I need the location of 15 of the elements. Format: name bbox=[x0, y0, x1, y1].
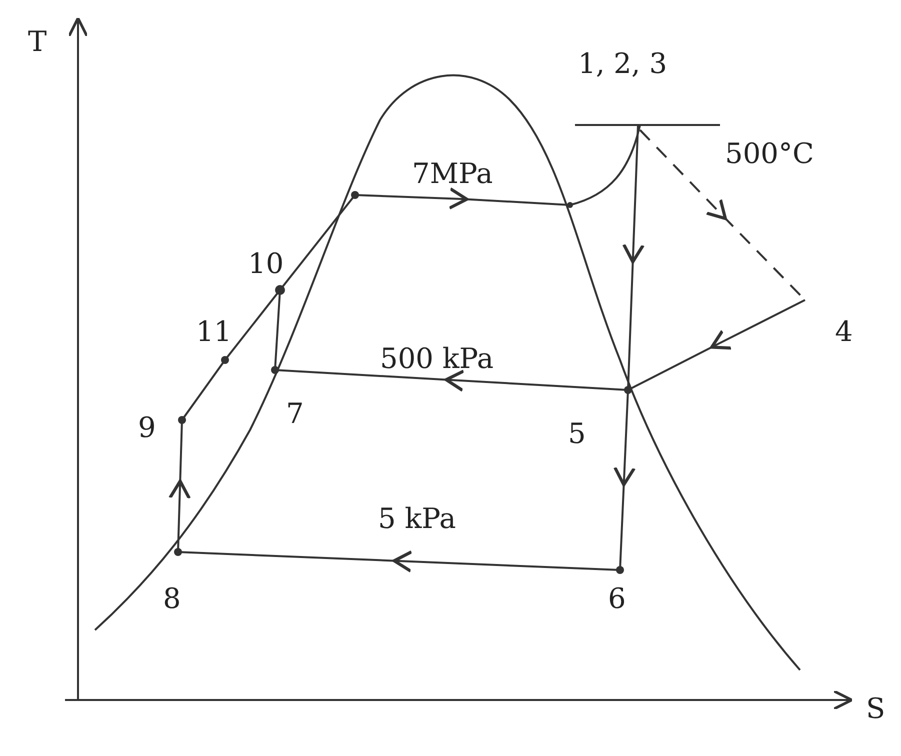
pressure-label: 500 kPa bbox=[380, 345, 494, 373]
state-point-label: 4 bbox=[835, 318, 853, 346]
pressure-label: 5 kPa bbox=[378, 505, 456, 533]
state-point-label: 5 bbox=[568, 420, 586, 448]
state-point-label: 10 bbox=[248, 250, 284, 278]
state-point-label: 11 bbox=[196, 318, 232, 346]
state-point-label: 7 bbox=[286, 400, 304, 428]
state-point-label: 6 bbox=[608, 585, 626, 613]
state-point-label: 1, 2, 3 bbox=[578, 50, 668, 78]
temperature-label: 500°C bbox=[725, 140, 814, 168]
pressure-label: 7MPa bbox=[412, 160, 493, 188]
axis-label: S bbox=[866, 695, 886, 723]
state-point-label: 8 bbox=[163, 585, 181, 613]
state-point-label: 9 bbox=[138, 414, 156, 442]
axis-label: T bbox=[28, 28, 47, 56]
